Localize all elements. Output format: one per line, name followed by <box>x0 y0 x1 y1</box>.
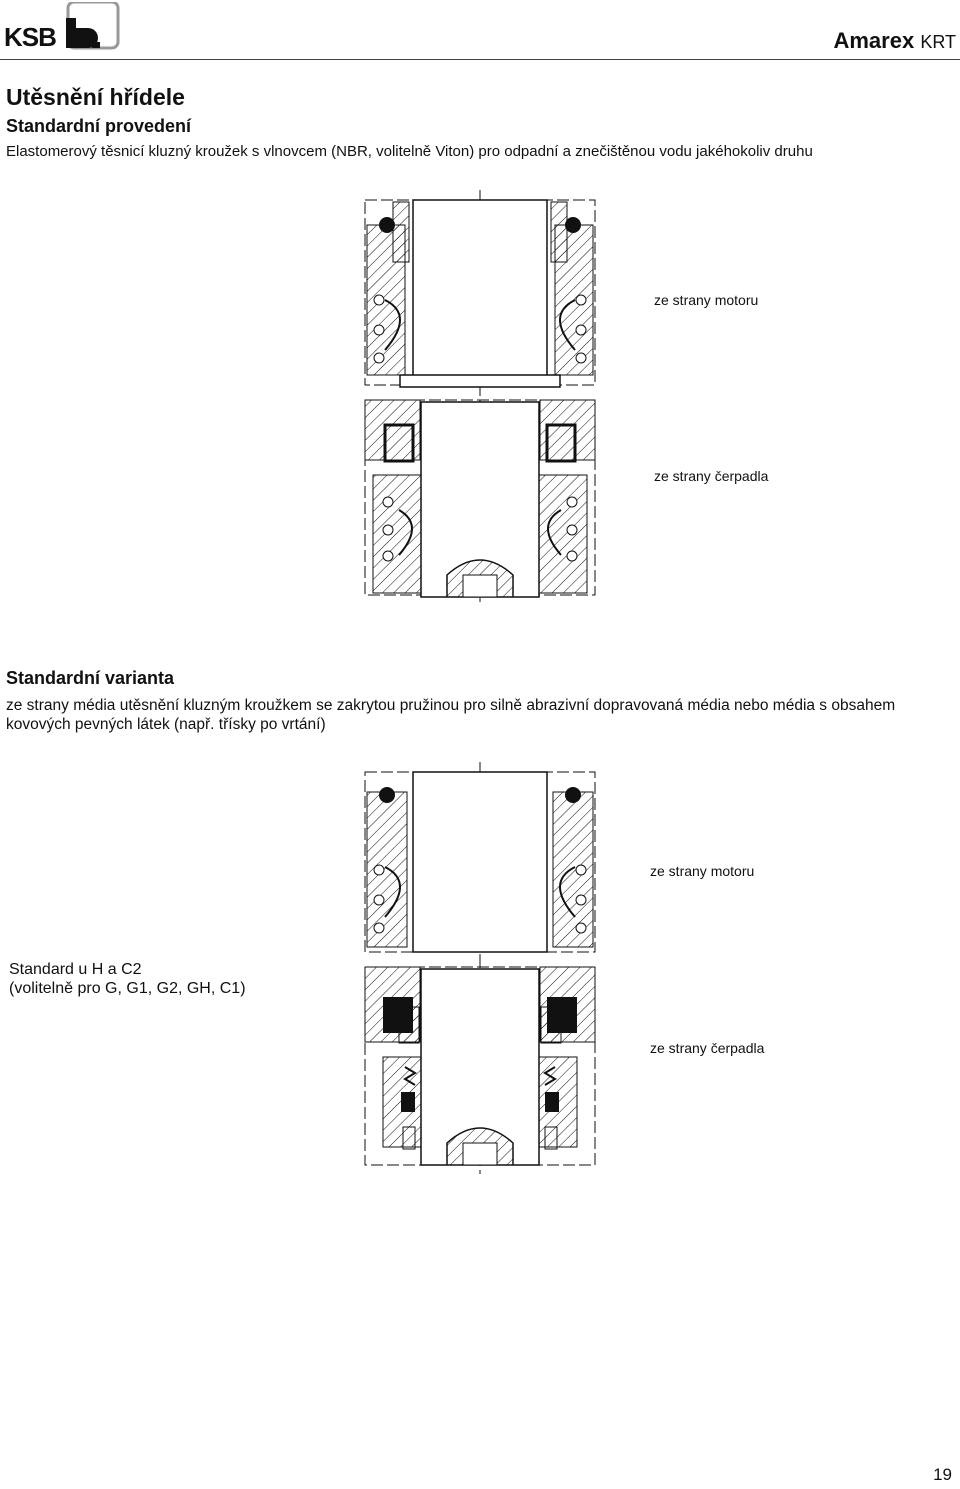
fig2-note: Standard u H a C2 (volitelně pro G, G1, … <box>9 960 246 998</box>
fig1-label-motor-side: ze strany motoru <box>654 292 759 308</box>
variant-description: ze strany média utěsnění kluzným kroužke… <box>6 697 896 733</box>
fig2-note-line2: (volitelně pro G, G1, G2, GH, C1) <box>9 980 246 997</box>
section-description: Elastomerový těsnicí kluzný kroužek s vl… <box>6 143 813 160</box>
section-title: Utěsnění hřídele <box>6 84 185 110</box>
fig2-label-motor-side: ze strany motoru <box>650 863 755 879</box>
fig1-label-pump-side: ze strany čerpadla <box>654 468 769 484</box>
brand-logo: KSB <box>4 0 124 52</box>
page-number: 19 <box>933 1465 952 1484</box>
product-title: Amarex KRT <box>833 28 956 54</box>
shaft-seal-drawing-standard <box>364 190 596 602</box>
ksb-b-logo-icon <box>66 2 120 50</box>
shaft-seal-drawing-variant <box>364 762 596 1174</box>
section-subtitle: Standardní provedení <box>6 116 192 136</box>
brand-name: KSB <box>4 22 57 52</box>
product-name: Amarex <box>833 28 915 53</box>
product-suffix: KRT <box>920 32 956 52</box>
variant-title: Standardní varianta <box>6 668 175 688</box>
fig2-note-line1: Standard u H a C2 <box>9 961 142 978</box>
fig2-label-pump-side: ze strany čerpadla <box>650 1040 765 1056</box>
header-divider <box>0 59 960 60</box>
